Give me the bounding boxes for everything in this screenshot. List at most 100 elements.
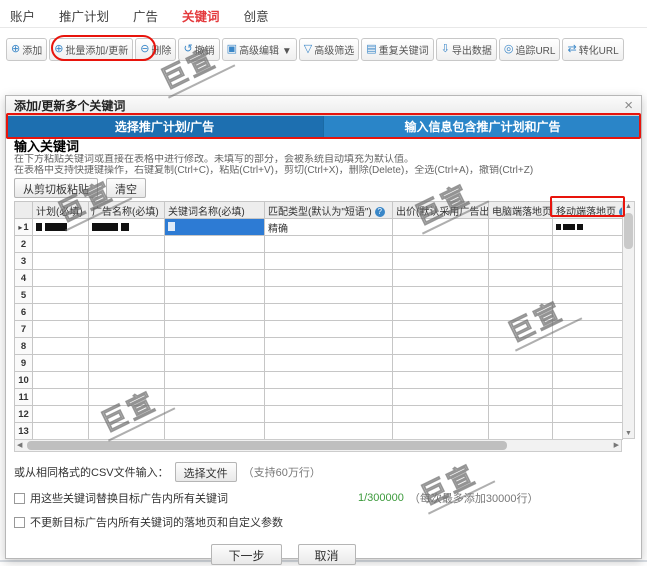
cell[interactable] bbox=[164, 354, 265, 372]
cell[interactable] bbox=[164, 286, 265, 304]
cell[interactable] bbox=[264, 422, 393, 440]
cell[interactable] bbox=[164, 252, 265, 270]
toolbar-button-9[interactable]: ◎追踪URL bbox=[498, 38, 561, 61]
row-number[interactable]: 5 bbox=[14, 286, 33, 304]
cell[interactable] bbox=[488, 286, 553, 304]
cell[interactable] bbox=[552, 252, 623, 270]
keyword-table[interactable]: 计划(必填)广告名称(必填)关键词名称(必填)匹配类型(默认为"短语")?出价(… bbox=[14, 201, 623, 440]
cell[interactable] bbox=[392, 422, 489, 440]
cell[interactable] bbox=[552, 354, 623, 372]
table-row[interactable]: 7 bbox=[14, 320, 623, 338]
horizontal-scrollbar[interactable]: ◀ ▶ bbox=[14, 439, 622, 452]
cell[interactable] bbox=[32, 422, 89, 440]
tab-input-with-plan-ad[interactable]: 输入信息包含推广计划和广告 bbox=[324, 116, 641, 138]
cell[interactable] bbox=[552, 235, 623, 253]
vertical-scroll-thumb[interactable] bbox=[624, 213, 633, 249]
help-icon[interactable]: ? bbox=[619, 206, 622, 217]
cell[interactable] bbox=[164, 303, 265, 321]
cell[interactable] bbox=[488, 235, 553, 253]
cell[interactable] bbox=[392, 218, 489, 236]
nav-tab-2[interactable]: 推广计划 bbox=[59, 10, 110, 24]
cell[interactable] bbox=[552, 405, 623, 423]
cell[interactable] bbox=[264, 269, 393, 287]
toolbar-button-4[interactable]: ↺撤销 bbox=[178, 38, 220, 61]
cell[interactable] bbox=[392, 388, 489, 406]
nav-tab-5[interactable]: 创意 bbox=[243, 10, 269, 24]
cell[interactable] bbox=[264, 286, 393, 304]
table-row[interactable]: 2 bbox=[14, 235, 623, 253]
scroll-right-icon[interactable]: ▶ bbox=[613, 442, 619, 449]
cell[interactable] bbox=[392, 269, 489, 287]
cell[interactable] bbox=[488, 405, 553, 423]
scroll-down-icon[interactable]: ▼ bbox=[625, 430, 632, 437]
cell[interactable] bbox=[164, 235, 265, 253]
cell[interactable] bbox=[264, 354, 393, 372]
cell[interactable] bbox=[164, 320, 265, 338]
cancel-button[interactable]: 取消 bbox=[297, 544, 356, 565]
cell[interactable] bbox=[88, 422, 165, 440]
row-number[interactable]: 4 bbox=[14, 269, 33, 287]
cell[interactable] bbox=[32, 388, 89, 406]
row-number[interactable]: 3 bbox=[14, 252, 33, 270]
redacted-ad-cell[interactable] bbox=[88, 218, 165, 236]
cell[interactable] bbox=[32, 303, 89, 321]
cell[interactable] bbox=[88, 388, 165, 406]
cell[interactable] bbox=[488, 371, 553, 389]
cell[interactable] bbox=[392, 405, 489, 423]
row-number[interactable]: 9 bbox=[14, 354, 33, 372]
next-step-button[interactable]: 下一步 bbox=[211, 544, 282, 565]
cell[interactable] bbox=[88, 405, 165, 423]
cell[interactable] bbox=[552, 371, 623, 389]
cell[interactable] bbox=[164, 371, 265, 389]
cell[interactable] bbox=[392, 235, 489, 253]
cell[interactable] bbox=[264, 320, 393, 338]
cell[interactable] bbox=[392, 337, 489, 355]
table-row[interactable]: 3 bbox=[14, 252, 623, 270]
cell[interactable] bbox=[88, 252, 165, 270]
table-row[interactable]: 12 bbox=[14, 405, 623, 423]
redacted-mobile-lp-cell[interactable] bbox=[552, 218, 623, 236]
cell[interactable] bbox=[32, 235, 89, 253]
row-number[interactable]: ▸1 bbox=[14, 218, 33, 236]
scroll-left-icon[interactable]: ◀ bbox=[17, 442, 23, 449]
toolbar-button-10[interactable]: ⇄转化URL bbox=[562, 38, 624, 61]
table-row[interactable]: 10 bbox=[14, 371, 623, 389]
scroll-up-icon[interactable]: ▲ bbox=[625, 203, 632, 210]
cell[interactable] bbox=[488, 354, 553, 372]
row-number[interactable]: 6 bbox=[14, 303, 33, 321]
table-row[interactable]: 6 bbox=[14, 303, 623, 321]
cell[interactable] bbox=[88, 354, 165, 372]
cell[interactable] bbox=[264, 388, 393, 406]
cell[interactable] bbox=[552, 286, 623, 304]
cell[interactable] bbox=[392, 286, 489, 304]
cell[interactable] bbox=[392, 320, 489, 338]
cell[interactable] bbox=[264, 371, 393, 389]
cell[interactable] bbox=[392, 252, 489, 270]
cell[interactable] bbox=[88, 235, 165, 253]
cell[interactable] bbox=[264, 405, 393, 423]
cell[interactable] bbox=[32, 320, 89, 338]
row-number[interactable]: 12 bbox=[14, 405, 33, 423]
help-icon[interactable]: ? bbox=[374, 206, 385, 217]
row-number[interactable]: 7 bbox=[14, 320, 33, 338]
cell[interactable] bbox=[488, 218, 553, 236]
horizontal-scroll-thumb[interactable] bbox=[27, 441, 508, 450]
cell[interactable] bbox=[88, 303, 165, 321]
row-number[interactable]: 2 bbox=[14, 235, 33, 253]
cell[interactable] bbox=[88, 337, 165, 355]
cell[interactable] bbox=[488, 252, 553, 270]
tab-select-plan-ad[interactable]: 选择推广计划/广告 bbox=[6, 116, 324, 138]
cell[interactable] bbox=[88, 269, 165, 287]
row-number[interactable]: 8 bbox=[14, 337, 33, 355]
selected-keyword-cell[interactable] bbox=[164, 218, 265, 236]
cell[interactable] bbox=[552, 320, 623, 338]
toolbar-button-2[interactable]: ⊕批量添加/更新 bbox=[49, 38, 134, 61]
cell[interactable] bbox=[552, 269, 623, 287]
cell[interactable] bbox=[552, 303, 623, 321]
cell[interactable] bbox=[392, 303, 489, 321]
cell[interactable] bbox=[264, 303, 393, 321]
cell[interactable] bbox=[32, 405, 89, 423]
table-row[interactable]: 5 bbox=[14, 286, 623, 304]
toolbar-button-8[interactable]: ⇩导出数据 bbox=[435, 38, 497, 61]
